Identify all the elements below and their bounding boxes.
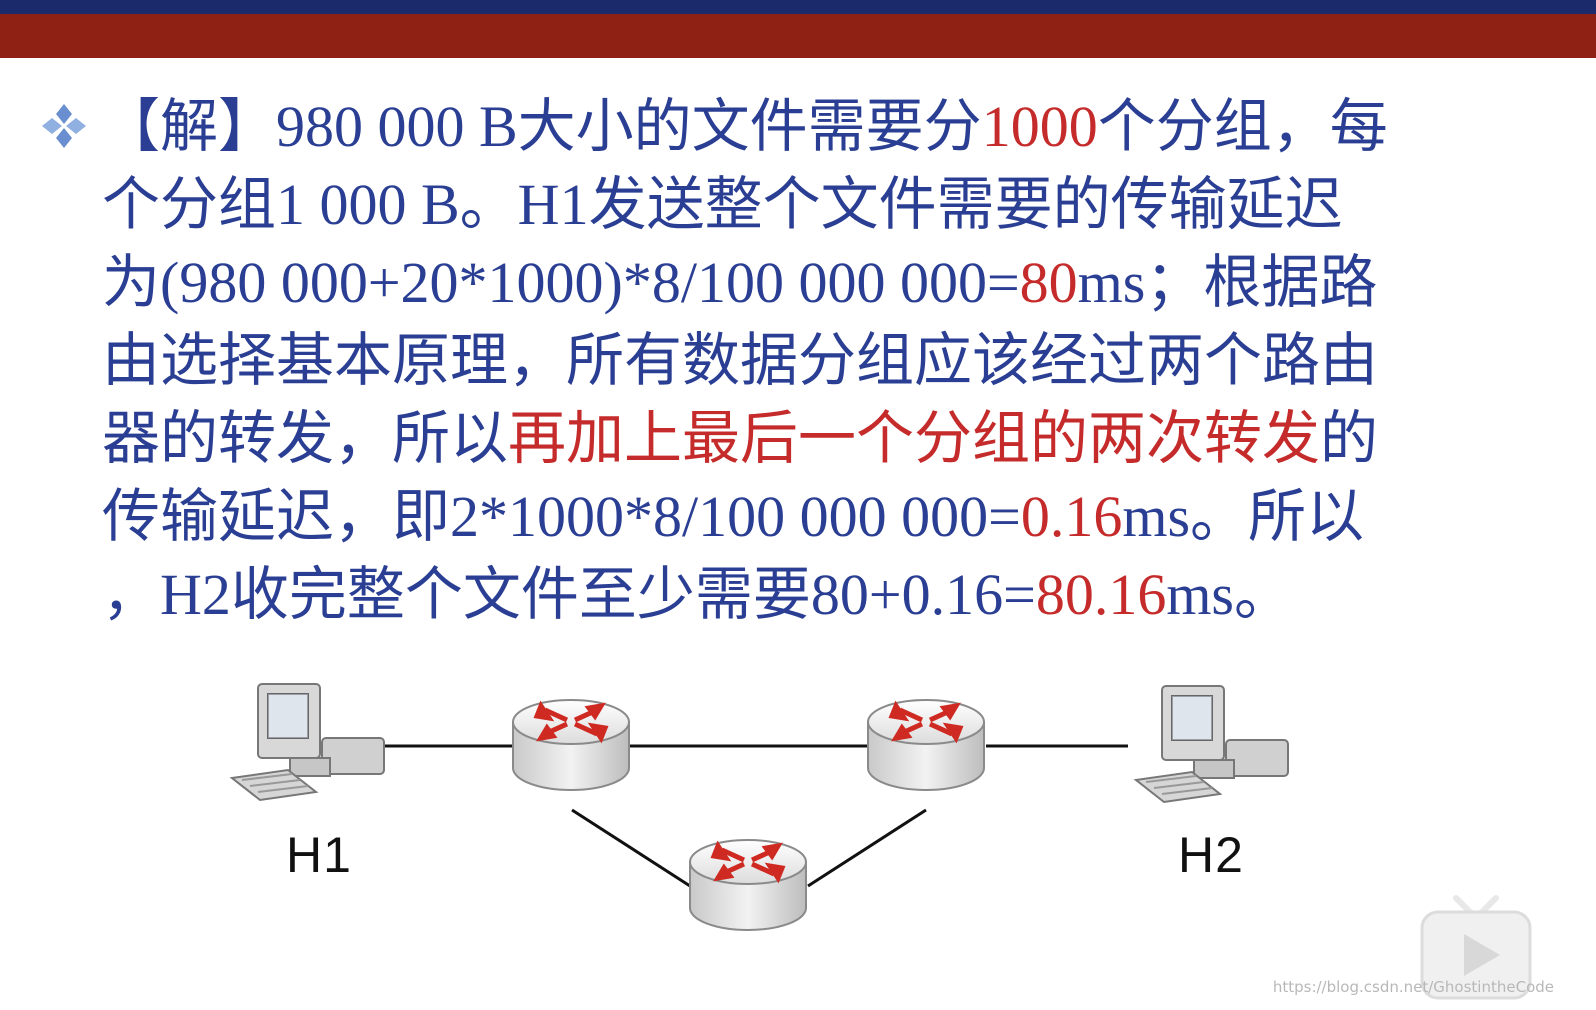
diamond-bullet-icon	[42, 104, 86, 148]
solution-line: 个分组1 000 B。H1发送整个文件需要的传输延迟	[102, 172, 1343, 237]
solution-line: 器的转发，所以再加上最后一个分组的两次转发的	[102, 406, 1379, 471]
solution-line: ，H2收完整个文件至少需要80+0.16=80.16ms。	[102, 562, 1292, 627]
header-red-band	[0, 14, 1596, 58]
host-label-h1: H1	[286, 827, 352, 883]
solution-line: 【解】980 000 B大小的文件需要分1000个分组，每	[102, 94, 1388, 159]
host-label-h2: H2	[1178, 827, 1244, 883]
network-diagram-svg	[231, 683, 1289, 990]
solution-line: 为(980 000+20*1000)*8/100 000 000=80ms；根据…	[102, 250, 1378, 315]
network-diagram	[0, 660, 1596, 990]
router-icon	[868, 700, 984, 790]
solution-text: 【解】980 000 B大小的文件需要分1000个分组，每 个分组1 000 B…	[102, 88, 1542, 634]
computer-icon-h2	[1135, 685, 1289, 803]
computer-icon-h1	[231, 683, 385, 801]
router-icon	[513, 700, 629, 790]
link-left-bottom	[571, 808, 691, 888]
link-right-bottom	[807, 808, 927, 888]
watermark: https://blog.csdn.net/GhostintheCode	[1272, 978, 1554, 996]
play-icon[interactable]	[1416, 894, 1536, 1004]
solution-line: 传输延迟，即2*1000*8/100 000 000=0.16ms。所以	[102, 484, 1365, 549]
router-icon	[690, 840, 806, 930]
solution-line: 由选择基本原理，所有数据分组应该经过两个路由	[102, 328, 1379, 393]
header-top-band	[0, 0, 1596, 14]
